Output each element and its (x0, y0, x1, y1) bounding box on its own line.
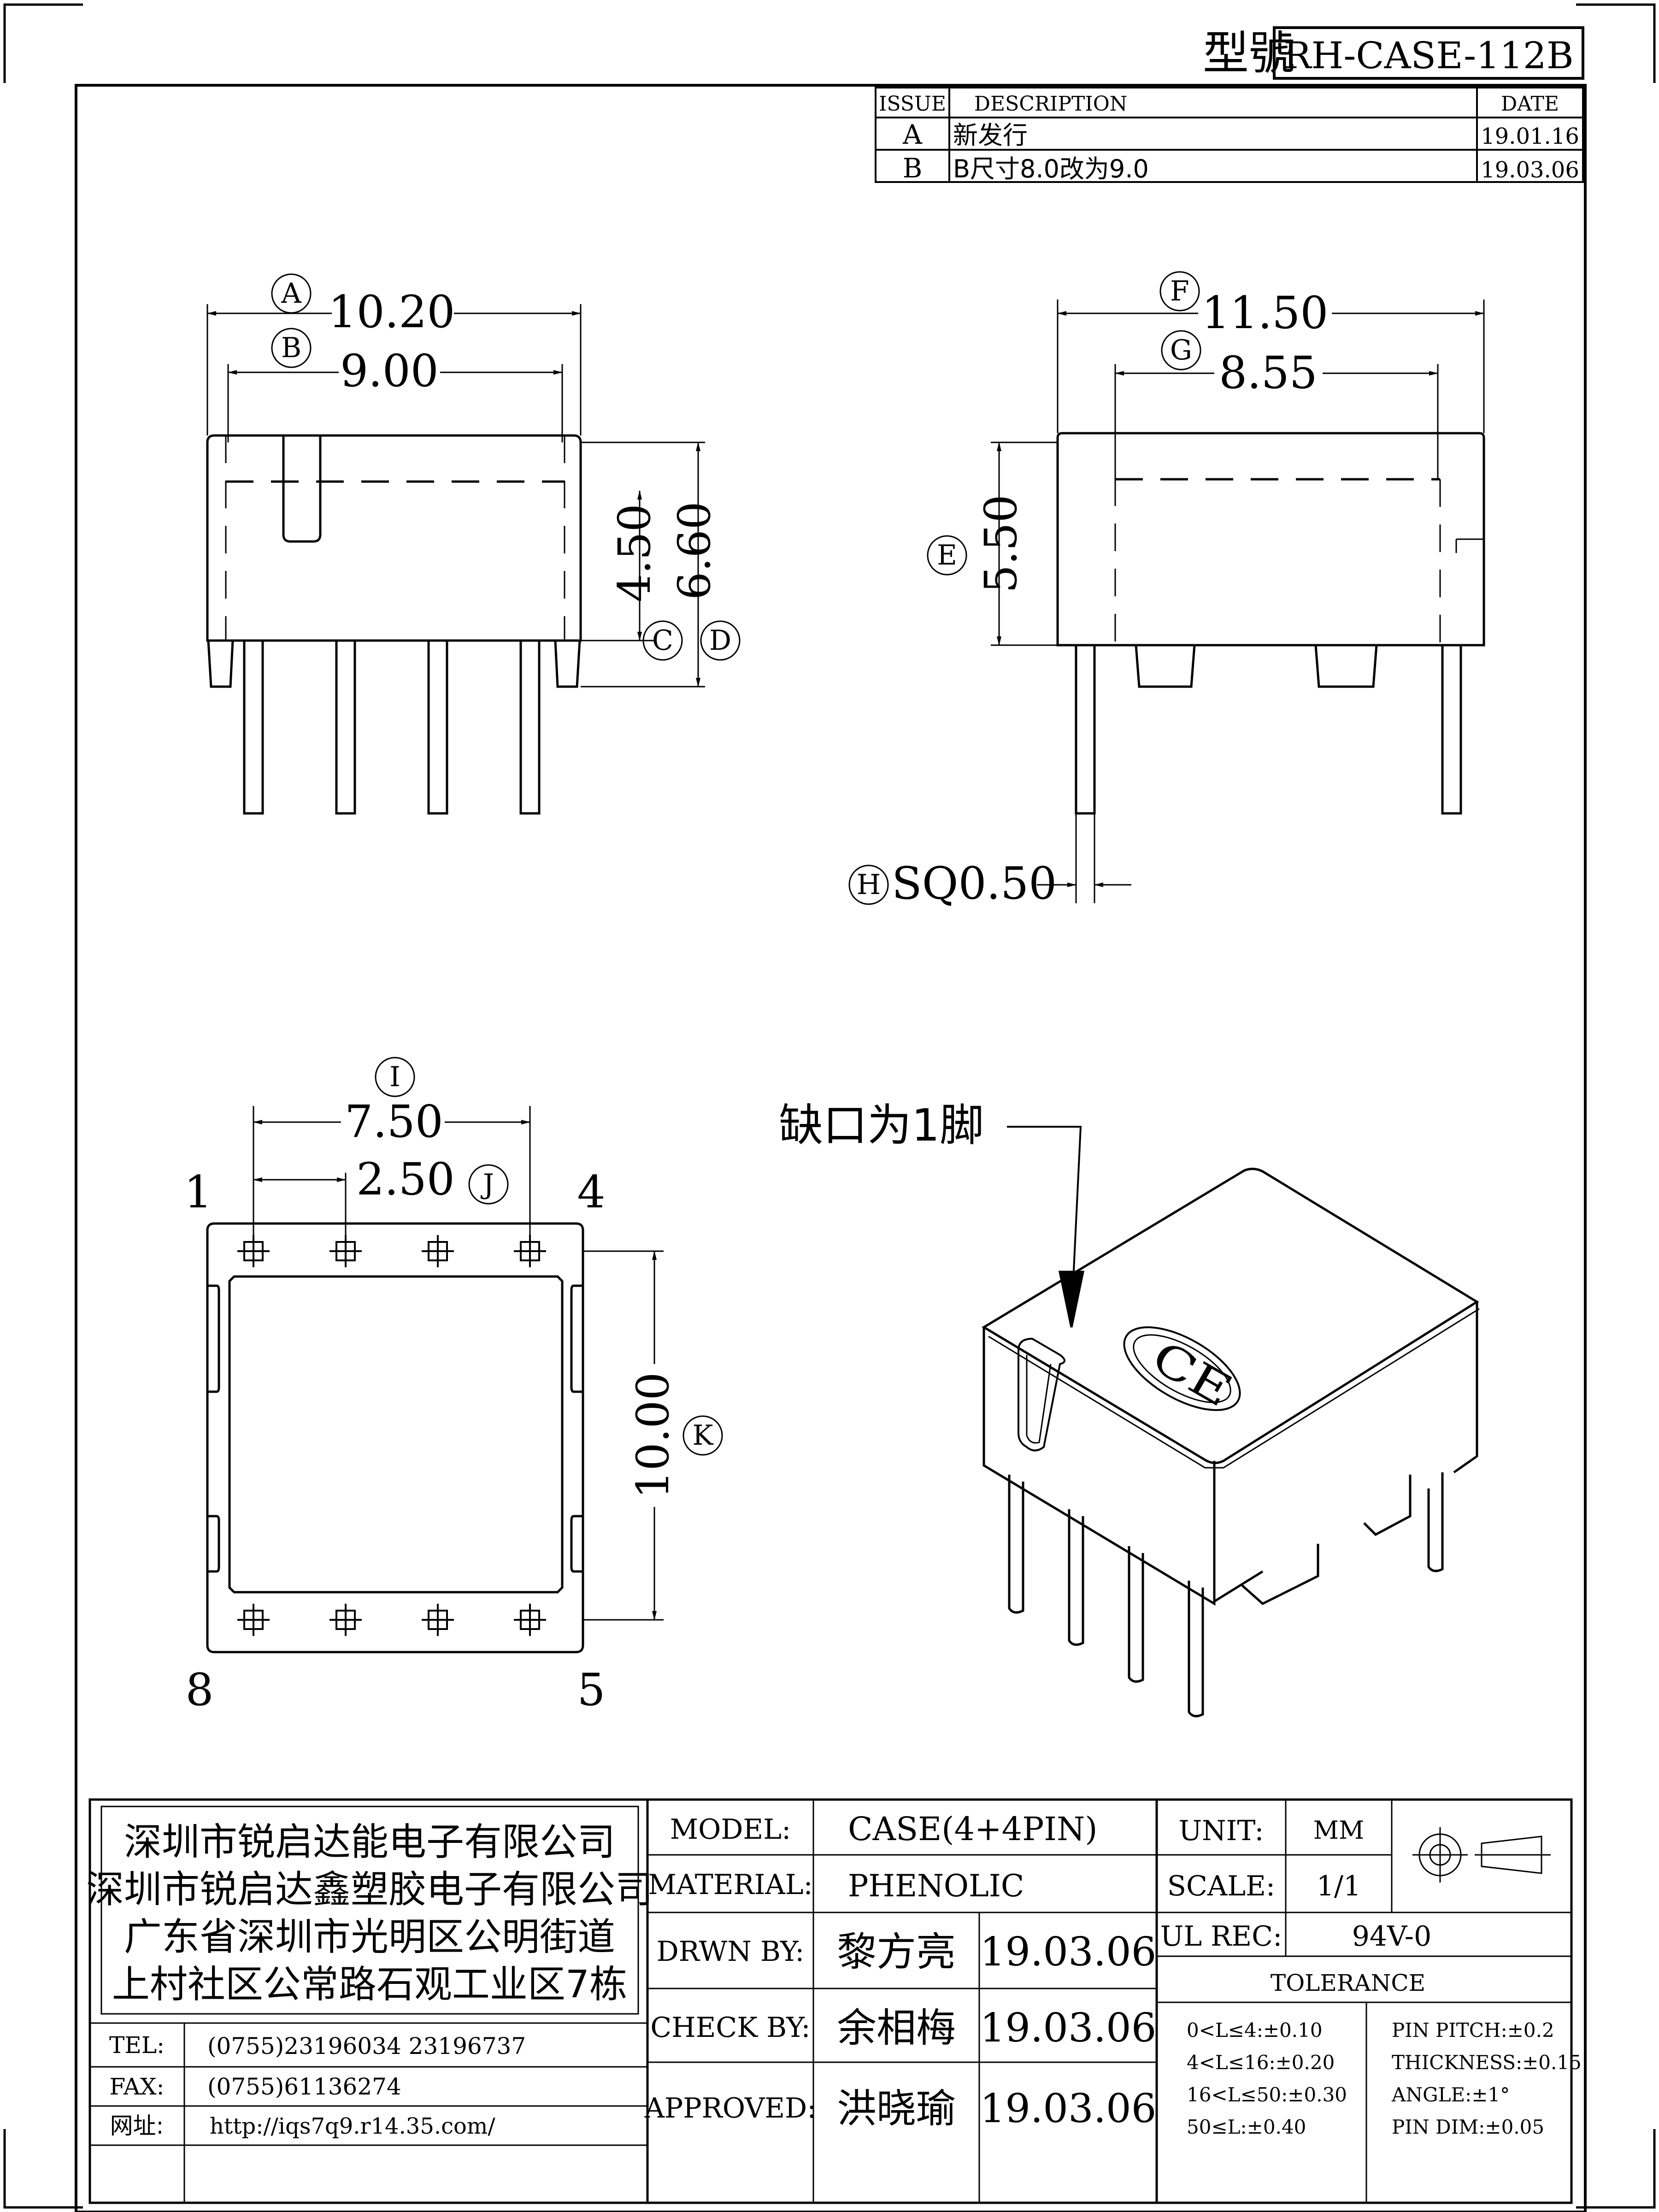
material-value: PHENOLIC (848, 1868, 1024, 1904)
ul-rec-value: 94V-0 (1352, 1920, 1432, 1953)
revision-row-description: 新发行 (953, 121, 1028, 150)
unit-value: MM (1313, 1816, 1365, 1845)
web-label: 网址: (110, 2112, 164, 2139)
approved-date: 19.03.06 (980, 2086, 1157, 2132)
revision-row-date: 19.01.16 (1481, 124, 1579, 149)
pin-8-label: 8 (185, 1664, 213, 1716)
side-view: F 11.50 G 8.55 E 5.50 H SQ0.50 (848, 271, 1485, 909)
pin1-notch-note: 缺口为1脚 (779, 1100, 984, 1151)
dim-d-tag: D (709, 624, 731, 657)
company-info: 深圳市锐启达能电子有限公司 深圳市锐启达鑫塑胶电子有限公司 广东省深圳市光明区公… (86, 1820, 653, 2006)
page-corner-marks (3, 3, 1656, 2209)
material-label: MATERIAL: (648, 1869, 813, 1901)
bottom-view: I 7.50 2.50 J 10.00 K 1 4 8 5 (184, 1057, 723, 1716)
model-value: CASE(4+4PIN) (848, 1810, 1098, 1848)
tolerance-left-item: 0<L≤4:±0.10 (1187, 2019, 1323, 2041)
dim-d-value: 6.60 (669, 501, 720, 600)
pin-holes (237, 1235, 546, 1636)
dim-i-value: 7.50 (345, 1096, 443, 1147)
company-line: 深圳市锐启达能电子有限公司 (124, 1820, 615, 1864)
drawn-by-label: DRWN BY: (657, 1936, 805, 1968)
fax-value: (0755)61136274 (207, 2073, 401, 2100)
model-header-value: RH-CASE-112B (1283, 34, 1573, 77)
dim-c-tag: C (652, 624, 673, 657)
tolerance-left-item: 4<L≤16:±0.20 (1187, 2051, 1335, 2074)
dim-e-tag: E (937, 539, 957, 571)
tolerance-right-item: ANGLE:±1° (1391, 2083, 1510, 2106)
revision-header-date: DATE (1501, 92, 1559, 116)
drawing-border (75, 84, 1587, 2212)
dim-h-tag: H (857, 869, 881, 901)
check-by-label: CHECK BY: (650, 2012, 810, 2044)
dim-a-value: 10.20 (329, 286, 455, 338)
check-by-date: 19.03.06 (980, 2005, 1157, 2051)
web-value: http://iqs7q9.r14.35.com/ (210, 2113, 495, 2139)
scale-label: SCALE: (1167, 1870, 1275, 1902)
dim-g-tag: G (1170, 334, 1192, 366)
ce-logo: CE (1143, 1331, 1241, 1417)
dim-k-value: 10.00 (627, 1372, 679, 1499)
dim-e-value: 5.50 (975, 494, 1027, 593)
pin-4-label: 4 (577, 1166, 605, 1218)
check-by-name: 余相梅 (837, 2005, 956, 2051)
dim-g-value: 8.55 (1219, 347, 1318, 399)
unit-label: UNIT: (1179, 1815, 1264, 1847)
tolerance-right-item: THICKNESS:±0.15 (1392, 2051, 1582, 2074)
drawn-by-date: 19.03.06 (980, 1929, 1157, 1975)
dim-c-value: 4.50 (609, 504, 660, 602)
title-block: 深圳市锐启达能电子有限公司 深圳市锐启达鑫塑胶电子有限公司 广东省深圳市光明区公… (86, 1798, 1582, 2204)
isometric-view: 缺口为1脚 (779, 1100, 1480, 1718)
dim-f-value: 11.50 (1202, 287, 1329, 339)
revision-row-description: B尺寸8.0改为9.0 (953, 154, 1149, 183)
dim-b-tag: B (281, 332, 301, 364)
company-line: 广东省深圳市光明区公明街道 (124, 1915, 615, 1959)
dim-h-value: SQ0.50 (892, 858, 1057, 909)
ul-rec-label: UL REC: (1160, 1920, 1282, 1953)
approved-label: APPROVED: (644, 2092, 817, 2124)
dim-j-tag: J (480, 1168, 494, 1200)
tolerance-right-item: PIN DIM:±0.05 (1392, 2116, 1544, 2138)
tel-label: TEL: (109, 2032, 165, 2059)
dim-a-tag: A (281, 277, 301, 310)
dim-k-tag: K (693, 1419, 714, 1452)
front-view: A 10.20 B 9.00 4.50 C 6.60 D (206, 273, 741, 815)
revision-header-description: DESCRIPTION (974, 92, 1128, 116)
revision-header-issue: ISSUE (879, 92, 946, 116)
company-line: 上村社区公常路石观工业区7栋 (112, 1963, 627, 2006)
pin-1-label: 1 (184, 1166, 212, 1218)
tel-value: (0755)23196034 23196737 (207, 2033, 526, 2059)
dim-b-value: 9.00 (340, 345, 439, 397)
company-line: 深圳市锐启达鑫塑胶电子有限公司 (86, 1868, 653, 1912)
pin-5-label: 5 (577, 1664, 605, 1716)
model-label: MODEL: (670, 1813, 791, 1846)
model-header: 型號 RH-CASE-112B (1203, 26, 1584, 80)
dim-i-tag: I (389, 1061, 400, 1093)
tolerance-title: TOLERANCE (1271, 1970, 1425, 1996)
drawn-by-name: 黎方亮 (837, 1929, 956, 1975)
tolerance-right-item: PIN PITCH:±0.2 (1392, 2019, 1554, 2041)
dim-j-value: 2.50 (356, 1153, 455, 1205)
revision-row-issue: A (902, 119, 923, 150)
revision-row-issue: B (903, 153, 923, 184)
fax-label: FAX: (110, 2073, 165, 2100)
approved-name: 洪晓瑜 (837, 2086, 956, 2132)
dim-f-tag: F (1170, 275, 1189, 307)
revision-row-date: 19.03.06 (1481, 157, 1579, 183)
model-header-label: 型號 (1203, 26, 1295, 80)
scale-value: 1/1 (1317, 1870, 1361, 1902)
revision-table: ISSUE DESCRIPTION DATE A 新发行 19.01.16 B … (875, 87, 1584, 184)
tolerance-left-item: 50≤L:±0.40 (1187, 2116, 1306, 2138)
tolerance-left-item: 16<L≤50:±0.30 (1187, 2083, 1347, 2106)
